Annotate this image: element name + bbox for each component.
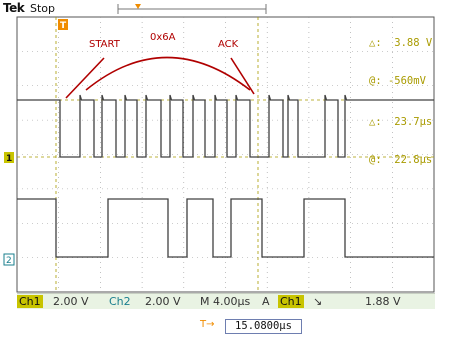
ch2-scale[interactable]: 2.00 V [145, 295, 181, 308]
trigger-level-marker[interactable]: T [58, 19, 68, 31]
cursor-readout: △: 3.88 V @: -560mV △: 23.7μs @: 22.8μs [369, 12, 432, 191]
ch2-marker-label: 2 [6, 256, 12, 266]
ch1-label[interactable]: Ch1 [17, 295, 43, 308]
ch2-ground-marker[interactable]: 2 [3, 253, 15, 266]
start-arrow [65, 57, 105, 99]
data-byte-label: 0x6A [150, 32, 176, 43]
ch1-marker-label: 1 [6, 154, 12, 164]
time-position-readout: @: 22.8μs [369, 153, 433, 166]
trigger-position-icon: T→ [200, 319, 215, 330]
timebase[interactable]: M 4.00μs [200, 295, 251, 308]
time-delta-readout: △: 23.7μs [369, 116, 433, 128]
trigger-level[interactable]: 1.88 V [365, 295, 401, 308]
trigger-source[interactable]: Ch1 [278, 295, 304, 308]
trigger-position-marker [135, 4, 141, 9]
acquisition-state: Stop [30, 2, 56, 15]
trigger-position-readout[interactable]: 15.0800μs [225, 319, 302, 334]
ch2-label[interactable]: Ch2 [109, 295, 131, 308]
ack-label: ACK [218, 39, 239, 50]
start-label: START [89, 39, 121, 50]
voltage-delta-readout: △: 3.88 V [369, 37, 433, 49]
ch1-ground-marker[interactable]: 1 [4, 152, 14, 164]
brand-label: Tek [3, 1, 25, 15]
trigger-mode[interactable]: A [262, 295, 270, 308]
data-byte-arc [85, 56, 251, 91]
status-bar: Ch1 2.00 V Ch2 2.00 V M 4.00μs A Ch1 ↘ 1… [17, 293, 435, 309]
voltage-position-readout: @: -560mV [369, 74, 426, 87]
record-position-bar[interactable] [117, 4, 267, 14]
ch2-waveform [17, 198, 434, 258]
trigger-marker-label: T [60, 21, 67, 31]
ack-arrow [230, 57, 255, 95]
ch1-waveform [17, 94, 434, 158]
trigger-slope-icon[interactable]: ↘ [313, 295, 323, 308]
ch1-scale[interactable]: 2.00 V [53, 295, 89, 308]
